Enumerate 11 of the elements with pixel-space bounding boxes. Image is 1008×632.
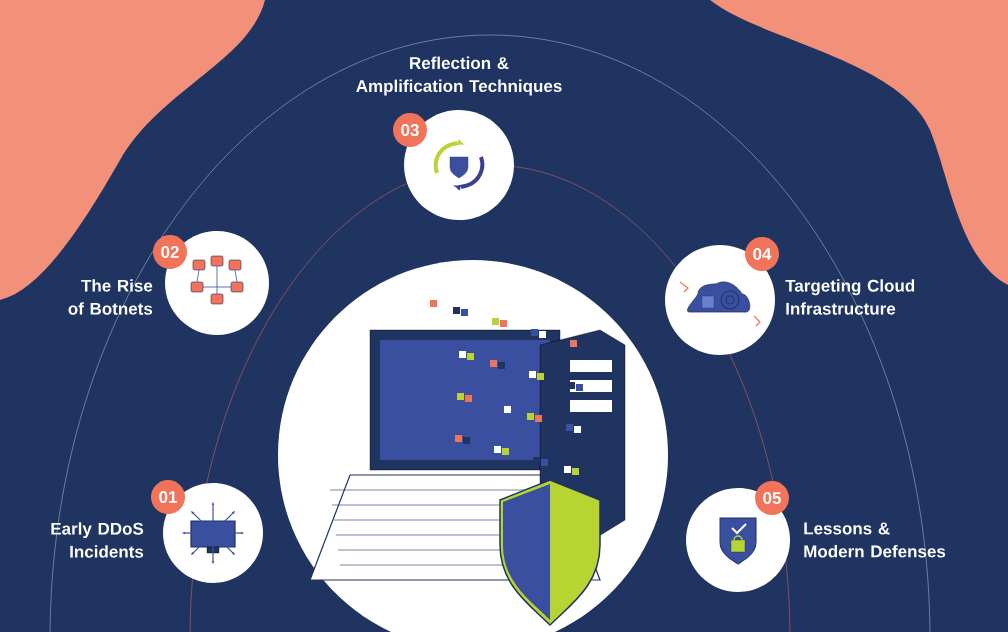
step-heading: The Rise of Botnets [68, 279, 153, 315]
step-heading: Targeting Cloud Infrastructure [785, 279, 915, 315]
computer-attack-drawing [278, 260, 668, 632]
number-badge: 04 [745, 237, 779, 271]
step-heading: Early DDoS Incidents [51, 522, 144, 558]
number-badge: 05 [755, 481, 789, 515]
step-heading: Reflection & Amplification Techniques [356, 56, 562, 96]
number-badge: 02 [153, 235, 187, 269]
step-heading: Lessons & Modern Defenses [804, 522, 946, 558]
number-badge: 01 [151, 480, 185, 514]
number-badge: 03 [393, 113, 427, 147]
